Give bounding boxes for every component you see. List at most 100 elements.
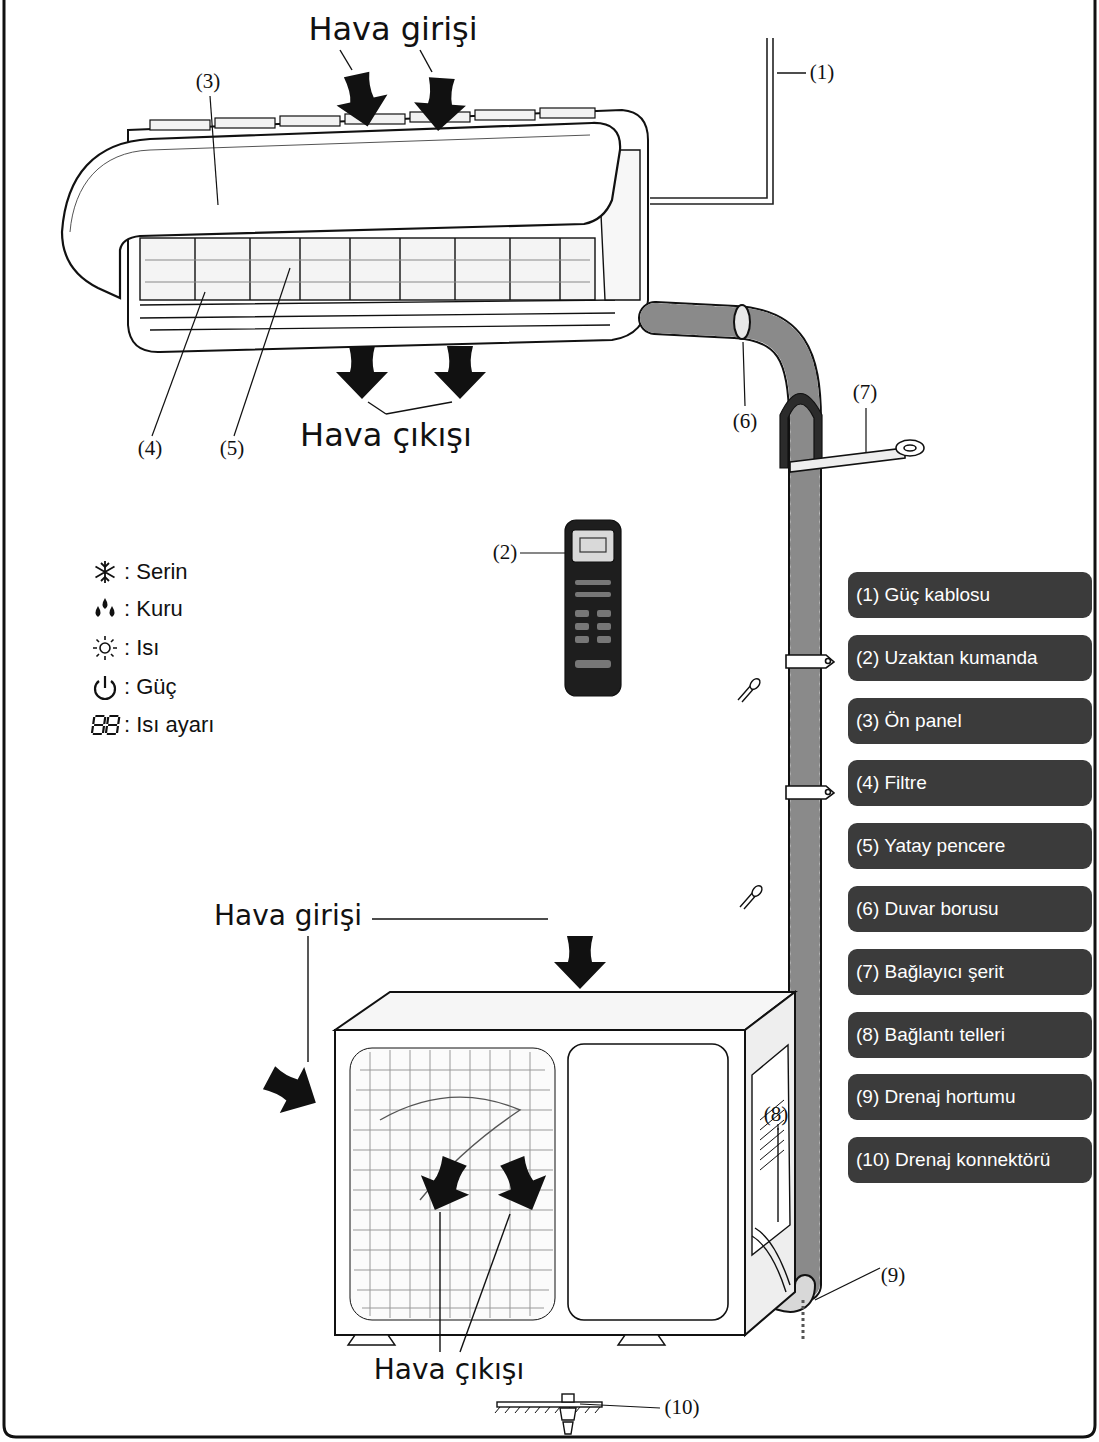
pipe-clip <box>826 790 831 795</box>
leader-line <box>340 50 452 414</box>
remote-control <box>575 636 589 643</box>
airflow-arrow <box>331 69 486 399</box>
outdoor-unit <box>335 992 795 1345</box>
part-list-box: (7) Bağlayıcı şerit <box>848 949 1092 995</box>
leader-line <box>152 96 290 436</box>
remote-control <box>597 610 611 617</box>
legend-text: : Güç <box>124 674 177 700</box>
filter-area <box>145 260 590 282</box>
air-label: Hava girişi <box>308 12 477 47</box>
leader-line <box>460 1214 510 1352</box>
power-cable <box>777 72 806 74</box>
leader-line <box>520 552 565 553</box>
pipe-clip <box>786 786 834 799</box>
part-list-box: (3) Ön panel <box>848 698 1092 744</box>
front-panel <box>62 123 620 298</box>
filter-area <box>140 238 595 300</box>
part-list-box: (10) Drenaj konnektörü <box>848 1137 1092 1183</box>
connecting-wires <box>752 1236 786 1292</box>
wall-screw <box>738 677 764 909</box>
legend-text: : Isı <box>124 635 159 661</box>
unit-foot <box>348 1335 395 1345</box>
airflow-arrow <box>434 346 486 399</box>
callout-number: (6) <box>733 410 758 433</box>
fan-grille <box>370 1050 530 1318</box>
filter-area <box>195 238 560 300</box>
part-list-box: (2) Uzaktan kumanda <box>848 635 1092 681</box>
part-list-text: (1) Güç kablosu <box>856 584 990 606</box>
airflow-arrow <box>488 1151 556 1220</box>
drain-connector <box>495 1407 600 1413</box>
wall-cap <box>780 394 822 469</box>
top-grille <box>150 120 210 130</box>
drops-symbol <box>96 598 115 617</box>
leader-line <box>210 96 218 205</box>
binding-strip <box>790 448 905 472</box>
power-symbol <box>95 676 115 699</box>
remote-control <box>575 660 611 668</box>
panel-edge <box>70 135 590 232</box>
top-grille <box>280 116 340 126</box>
callout-number: (9) <box>881 1264 906 1287</box>
airflow-arrow <box>412 76 468 132</box>
remote-control <box>575 580 611 585</box>
snowflake-symbol <box>96 561 115 583</box>
horizontal-louver <box>140 300 615 330</box>
top-grille <box>215 118 275 128</box>
wall-screw <box>748 677 762 691</box>
connecting-wires <box>777 1128 778 1222</box>
outdoor-unit <box>335 992 795 1030</box>
callout-number: (3) <box>196 70 221 93</box>
unit-foot <box>348 1335 665 1345</box>
drain-connector <box>580 1404 660 1408</box>
remote-control <box>597 623 611 630</box>
part-list-text: (2) Uzaktan kumanda <box>856 647 1038 669</box>
part-list-text: (6) Duvar borusu <box>856 898 999 920</box>
part-list-text: (5) Yatay pencere <box>856 835 1005 857</box>
leader-line <box>152 292 205 436</box>
snowflake-symbol <box>96 561 115 583</box>
part-list-text: (3) Ön panel <box>856 710 962 732</box>
leader-line <box>439 1212 440 1352</box>
callout-number: (4) <box>138 437 163 460</box>
remote-control <box>565 520 621 696</box>
drops-symbol <box>103 598 108 609</box>
part-list-box: (5) Yatay pencere <box>848 823 1092 869</box>
indoor-unit <box>62 108 648 352</box>
remote-control <box>580 538 606 552</box>
remote-control <box>572 530 614 562</box>
remote-control <box>565 520 621 696</box>
leader-line <box>386 402 452 414</box>
unit-foot <box>618 1335 665 1345</box>
air-label: Hava çıkışı <box>300 418 472 453</box>
wall-pipe <box>734 305 750 339</box>
part-list-text: (8) Bağlantı telleri <box>856 1024 1005 1046</box>
page-frame <box>4 0 1095 1437</box>
binding-strip <box>865 408 866 452</box>
part-list-box: (9) Drenaj hortumu <box>848 1074 1092 1120</box>
power-cable <box>650 38 773 204</box>
part-list-text: (10) Drenaj konnektörü <box>856 1149 1050 1171</box>
part-list-text: (7) Bağlayıcı şerit <box>856 961 1004 983</box>
leader-line <box>372 918 548 919</box>
leader-line <box>234 268 290 436</box>
power-symbol <box>104 676 106 688</box>
connecting-wires <box>752 1128 790 1292</box>
remote-control <box>597 636 611 643</box>
remote-control <box>575 623 589 630</box>
segment-display-symbol <box>92 716 106 734</box>
sun-symbol <box>93 636 117 660</box>
part-list-box: (1) Güç kablosu <box>848 572 1092 618</box>
pipe-clip <box>786 655 834 668</box>
part-list-box: (4) Filtre <box>848 760 1092 806</box>
valve-cover <box>752 1045 790 1255</box>
drops-symbol <box>110 606 115 617</box>
snowflake-symbol <box>101 563 109 581</box>
filter-area <box>140 238 595 300</box>
remote-control <box>575 580 611 668</box>
drain-connector <box>495 1394 660 1434</box>
top-grille <box>475 110 535 120</box>
callout-number: (10) <box>665 1396 700 1419</box>
airflow-arrow <box>257 1055 328 1126</box>
